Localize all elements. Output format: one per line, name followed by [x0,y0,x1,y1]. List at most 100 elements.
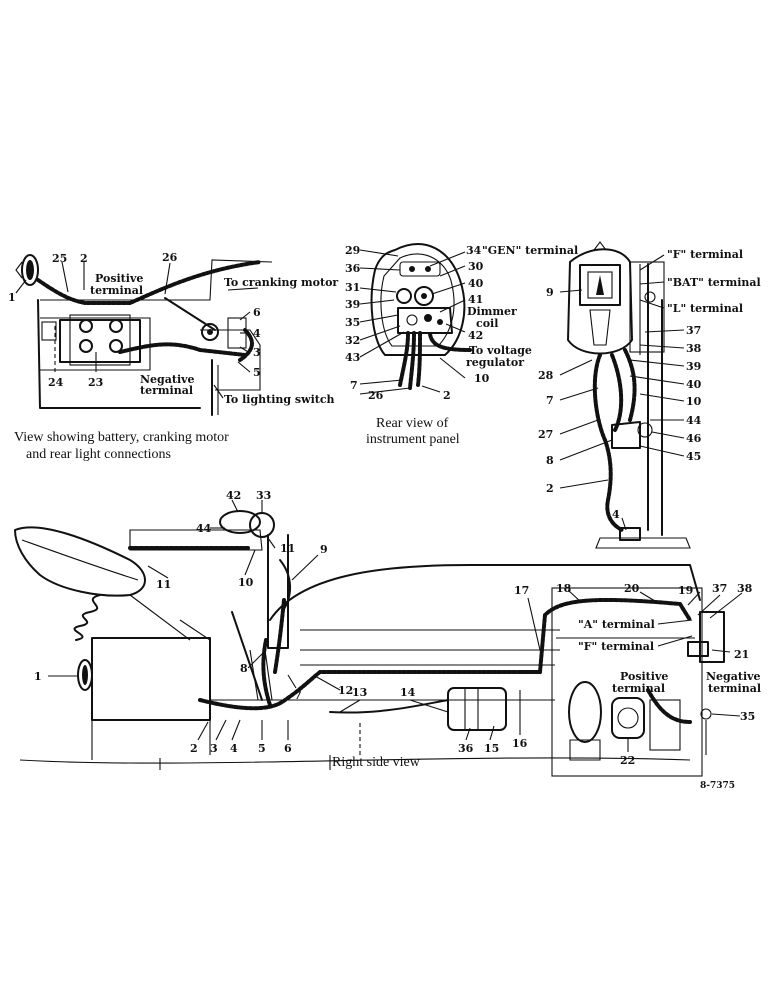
battery-to-starter-drawing [329,699,449,714]
callout-2: 2 [443,389,451,402]
callout-10: 10 [238,576,254,589]
callout-3: 3 [253,346,261,359]
callout-35: 35 [740,710,755,723]
callout-1: 1 [34,670,42,683]
callout-16: 16 [512,737,528,750]
callout-41: 41 [468,293,483,306]
battery-view-caption: View showing battery, cranking motor [14,430,229,445]
callout-12: 12 [338,684,353,697]
dimmer-coil-label: Dimmer [467,305,517,318]
callout-28: 28 [538,369,554,382]
callout-30: 30 [468,260,484,273]
callout-36: 36 [345,262,361,275]
panel-wires-drawing [398,331,472,390]
callout-6: 6 [253,306,261,319]
callout-38: 38 [737,582,753,595]
callout-36: 36 [458,742,474,755]
negative-terminal-label: Negative [706,670,761,683]
battery-view-caption-2: and rear light connections [26,447,171,462]
callout-4: 4 [612,508,620,521]
dimmer-coil-label-2: coil [476,317,498,330]
generator-cable-drawing [646,688,692,724]
negative-terminal-label-2: terminal [708,682,761,695]
f-terminal-label: "F" terminal [667,248,743,261]
callout-26: 26 [368,389,384,402]
right-side-view: 42 33 44 11 11 10 9 1 8 7 2 3 4 5 6 12 1… [14,489,761,791]
callout-10: 10 [686,395,702,408]
callout-4: 4 [230,742,238,755]
callout-45: 45 [686,450,701,463]
callout-11-upper: 11 [280,542,295,555]
to-voltage-regulator-label-2: regulator [466,356,524,369]
callout-43: 43 [345,351,360,364]
rear-light-drawing [15,254,39,286]
callout-38: 38 [686,342,702,355]
battery-cable-drawing [36,260,262,305]
callout-34: 34 [466,244,482,257]
callout-35: 35 [345,316,360,329]
callout-44: 44 [196,522,212,535]
l-terminal-label: "L" terminal [667,302,743,315]
side-leaders [48,499,743,755]
callout-13: 13 [352,686,367,699]
callout-27: 27 [538,428,553,441]
callout-9: 9 [546,286,554,299]
positive-terminal-label-2: terminal [90,284,143,297]
instrument-panel-view: 29 36 31 39 35 32 43 34 "GEN" terminal 3… [345,243,578,447]
callout-26: 26 [162,251,178,264]
battery-view: 25 2 26 1 6 4 3 5 24 23 Positive termina… [8,251,338,462]
callout-15: 15 [484,742,499,755]
callout-4: 4 [253,327,261,340]
callout-33: 33 [256,489,271,502]
callout-42: 42 [468,329,483,342]
regulator-leaders [559,254,685,531]
callout-46: 46 [686,432,702,445]
callout-19: 19 [678,584,693,597]
positive-terminal-label: Positive [620,670,668,683]
callout-10: 10 [474,372,490,385]
main-harness-drawing [198,670,542,711]
positive-terminal-label: Positive [95,272,143,285]
to-lighting-switch-label: To lighting switch [224,393,335,406]
callout-37: 37 [686,324,701,337]
callout-7: 7 [546,394,554,407]
callout-31: 31 [345,281,360,294]
a-terminal-label: "A" terminal [578,618,655,631]
regulator-view: "F" terminal "BAT" terminal "L" terminal… [538,241,761,549]
callout-8: 8 [546,454,554,467]
callout-39: 39 [686,360,701,373]
callout-7: 7 [294,689,302,702]
regulator-wires-drawing [592,348,637,532]
negative-terminal-label: Negative [140,373,195,386]
callout-25: 25 [52,252,67,265]
positive-terminal-label-2: terminal [612,682,665,695]
callout-1: 1 [8,291,16,304]
callout-32: 32 [345,334,360,347]
generator-harness-drawing [518,597,692,674]
right-side-view-caption: Right side view [332,755,421,770]
callout-21: 21 [734,648,749,661]
callout-20: 20 [624,582,640,595]
panel-leaders [359,249,466,395]
callout-22: 22 [620,754,635,767]
to-cranking-motor-label: To cranking motor [224,276,338,289]
callout-9: 9 [320,543,328,556]
callout-2: 2 [546,482,554,495]
instrument-panel-caption-2: instrument panel [366,432,460,447]
callout-40: 40 [686,378,702,391]
callout-11-lower: 11 [156,578,171,591]
callout-39: 39 [345,298,360,311]
callout-2: 2 [80,252,88,265]
callout-8: 8 [240,662,248,675]
battery-housing-drawing [37,259,273,416]
instrument-panel-drawing [370,243,466,356]
callout-44: 44 [686,414,702,427]
callout-37: 37 [712,582,727,595]
callout-7: 7 [350,379,358,392]
regulator-drawing [567,241,691,549]
to-voltage-regulator-label: To voltage [469,344,532,357]
panel-harness-drawing [261,598,286,707]
battery-leaders [15,261,259,399]
callout-24: 24 [48,376,64,389]
